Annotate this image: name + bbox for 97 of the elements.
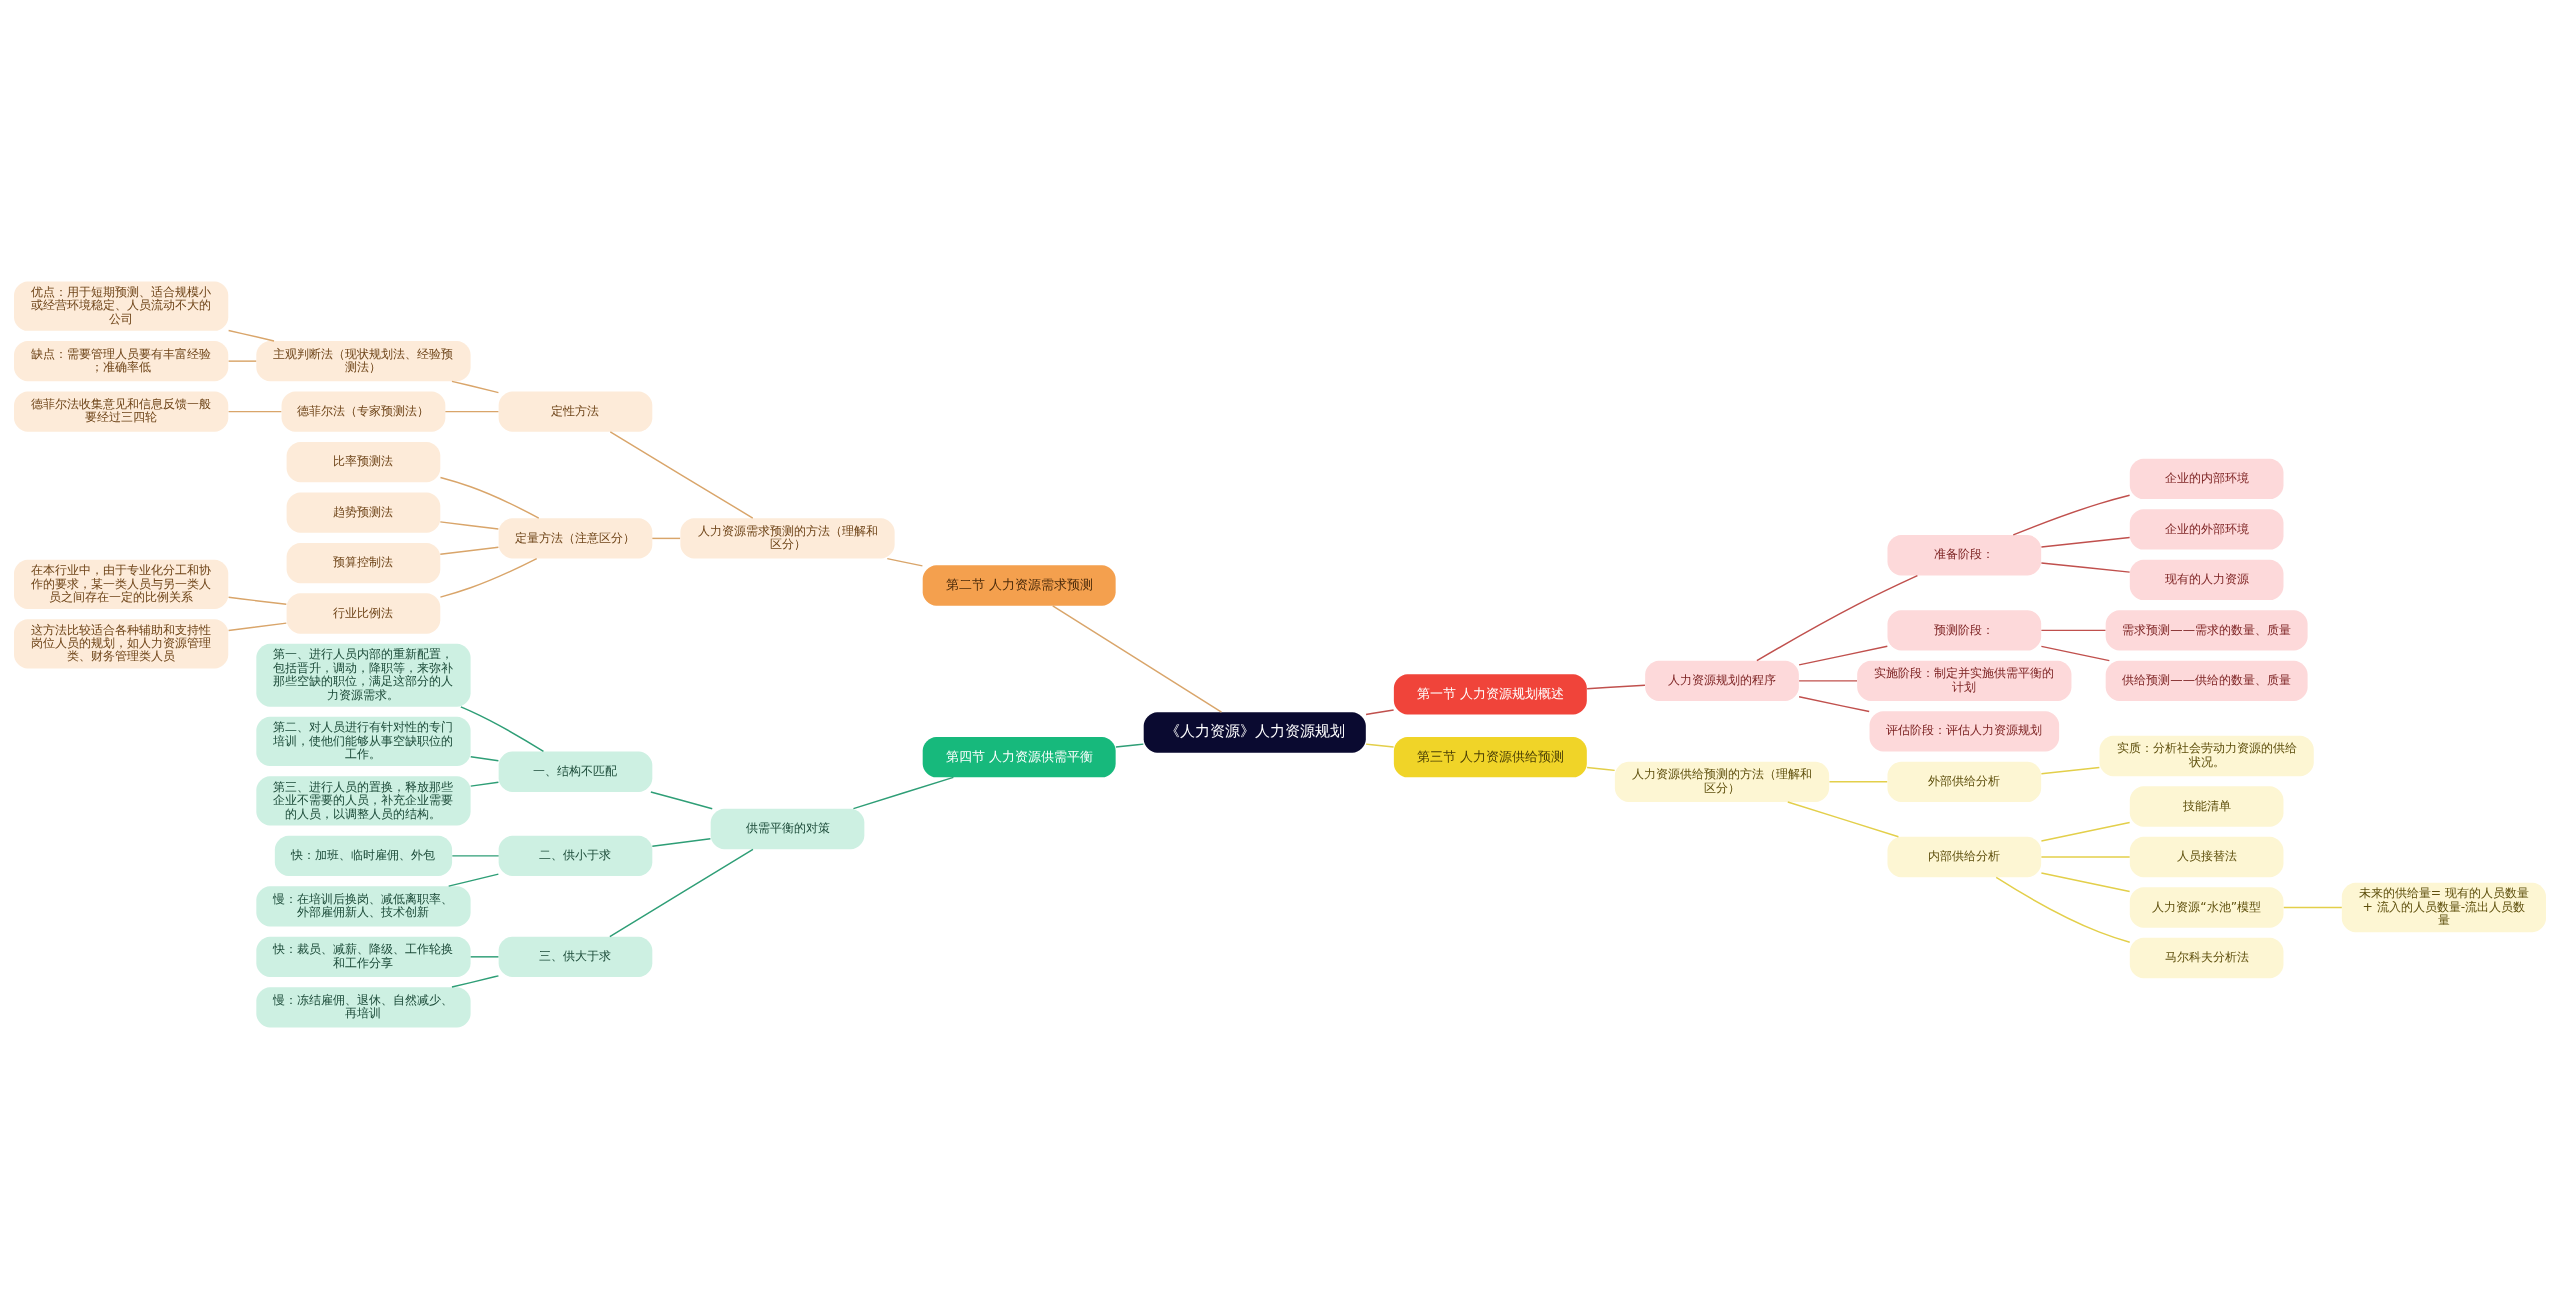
node-box: 缺点：需要管理人员要有丰富经验；准确率低 xyxy=(14,340,229,382)
connector xyxy=(469,781,500,787)
node-box: 德菲尔法（专家预测法） xyxy=(281,391,446,432)
node-box: 在本行业中，由于专业化分工和协作的要求，某一类人员与另一类人员之间存在一定的比例关系 xyxy=(14,559,229,610)
node-box: 马尔科夫分析法 xyxy=(2129,937,2284,979)
connector xyxy=(852,776,955,810)
connector xyxy=(2040,629,2107,632)
node-box: 二、供小于求 xyxy=(498,835,653,877)
connector xyxy=(1798,696,1870,713)
node-box: 一、结构不匹配 xyxy=(498,751,653,792)
connector xyxy=(1787,801,1900,838)
connector xyxy=(1995,876,2131,943)
node-box: 预算控制法 xyxy=(286,542,441,584)
node-box: 比率预测法 xyxy=(286,441,441,483)
node-box: 实施阶段：制定并实施供需平衡的计划 xyxy=(1857,660,2072,702)
connector xyxy=(469,756,500,762)
connector xyxy=(609,848,754,938)
node-box: 慢：冻结雇佣、退休、自然减少、再培训 xyxy=(256,987,471,1028)
connector xyxy=(469,956,500,958)
node-box: 三、供大于求 xyxy=(498,936,653,978)
connector xyxy=(1756,574,1919,662)
connector xyxy=(451,380,500,394)
connector xyxy=(460,706,545,753)
node-box: 人力资源“水池”模型 xyxy=(2129,887,2284,928)
connector xyxy=(651,537,681,540)
connector xyxy=(1828,781,1888,783)
connector xyxy=(2040,821,2131,842)
connector xyxy=(2040,562,2131,573)
connector xyxy=(227,410,283,413)
node-box: 人力资源需求预测的方法（理解和区分） xyxy=(680,518,895,559)
connector xyxy=(439,546,500,555)
connector xyxy=(651,837,712,847)
connector xyxy=(451,975,500,988)
connector xyxy=(886,557,924,567)
connector xyxy=(1052,605,1223,713)
connector xyxy=(2040,856,2131,858)
node-box: 优点：用于短期预测、适合规模小或经营环境稳定、人员流动不大的公司 xyxy=(14,281,229,331)
connector xyxy=(227,622,288,632)
connector xyxy=(227,360,257,362)
node-box: 第三、进行人员的置换，释放那些企业不需要的人员，补充企业需要的人员，以调整人员的结构。 xyxy=(256,776,471,826)
node-box: 定量方法（注意区分） xyxy=(498,518,653,559)
connector xyxy=(2040,645,2111,662)
node-box: 准备阶段： xyxy=(1887,535,2042,576)
connector xyxy=(439,521,500,530)
connector xyxy=(1586,766,1616,772)
connector xyxy=(1365,709,1395,716)
node-box: 第二、对人员进行有针对性的专门培训，使他们能够从事空缺职位的工作。 xyxy=(256,716,471,767)
node-box: 企业的内部环境 xyxy=(2129,458,2284,500)
connector xyxy=(2040,536,2131,548)
node-box: 评估阶段：评估人力资源规划 xyxy=(1869,711,2060,752)
node-box: 供给预测——供给的数量、质量 xyxy=(2105,660,2308,702)
node-box: 快：裁员、减薪、降级、工作轮换和工作分享 xyxy=(256,936,471,978)
node-box: 人力资源供给预测的方法（理解和区分） xyxy=(1614,761,1830,802)
node-box: 未来的供给量= 现有的人员数量+ 流入的人员数量-流出人员数量 xyxy=(2341,882,2546,933)
connector xyxy=(451,855,500,857)
connector xyxy=(2040,872,2131,893)
connector xyxy=(444,410,500,413)
node-box: 现有的人力资源 xyxy=(2129,559,2284,601)
node-box: 内部供给分析 xyxy=(1887,836,2042,878)
connector xyxy=(2012,494,2131,536)
node-box: 企业的外部环境 xyxy=(2129,509,2284,550)
node-box: 第一节 人力资源规划概述 xyxy=(1393,674,1587,715)
connector xyxy=(1798,680,1858,682)
node-box: 需求预测——需求的数量、质量 xyxy=(2105,610,2308,651)
connector xyxy=(227,596,288,606)
connector xyxy=(1798,645,1889,666)
node-box: 第三节 人力资源供给预测 xyxy=(1393,736,1587,778)
node-box: 实质：分析社会劳动力资源的供给状况。 xyxy=(2099,735,2314,777)
connector xyxy=(2040,766,2101,775)
connector xyxy=(439,476,540,519)
connector xyxy=(227,329,275,342)
node-box: 技能清单 xyxy=(2129,786,2284,827)
node-box: 主观判断法（现状规划法、经验预测法） xyxy=(256,340,471,382)
node-box: 预测阶段： xyxy=(1887,610,2042,651)
connector xyxy=(1365,743,1395,748)
node-box: 供需平衡的对策 xyxy=(710,808,865,850)
connector xyxy=(650,791,713,810)
connector xyxy=(2283,906,2343,909)
node-box: 《人力资源》人力资源规划 xyxy=(1143,712,1366,753)
node-box: 定性方法 xyxy=(498,391,653,432)
node-box: 第四节 人力资源供需平衡 xyxy=(922,736,1116,778)
node-box: 外部供给分析 xyxy=(1887,761,2042,802)
node-box: 第一、进行人员内部的重新配置，包括晋升，调动，降职等，来弥补那些空缺的职位，满足这部分的人力资源需求。 xyxy=(256,643,471,707)
node-box: 慢：在培训后换岗、减低离职率、外部雇佣新人、技术创新 xyxy=(256,886,471,927)
node-box: 第二节 人力资源需求预测 xyxy=(922,565,1116,606)
connector xyxy=(1115,743,1145,748)
node-box: 行业比例法 xyxy=(286,593,441,634)
connector xyxy=(1586,684,1646,690)
node-box: 德菲尔法收集意见和信息反馈一般要经过三四轮 xyxy=(14,391,229,432)
connector xyxy=(609,431,754,519)
node-box: 人员接替法 xyxy=(2129,836,2284,878)
connector xyxy=(439,557,538,598)
node-box: 这方法比较适合各种辅助和支持性岗位人员的规划，如人力资源管理类、财务管理类人员 xyxy=(14,619,229,669)
node-box: 趋势预测法 xyxy=(286,492,441,533)
node-box: 快：加班、临时雇佣、外包 xyxy=(274,835,453,877)
node-box: 人力资源规划的程序 xyxy=(1645,660,1799,702)
connector xyxy=(447,873,500,887)
